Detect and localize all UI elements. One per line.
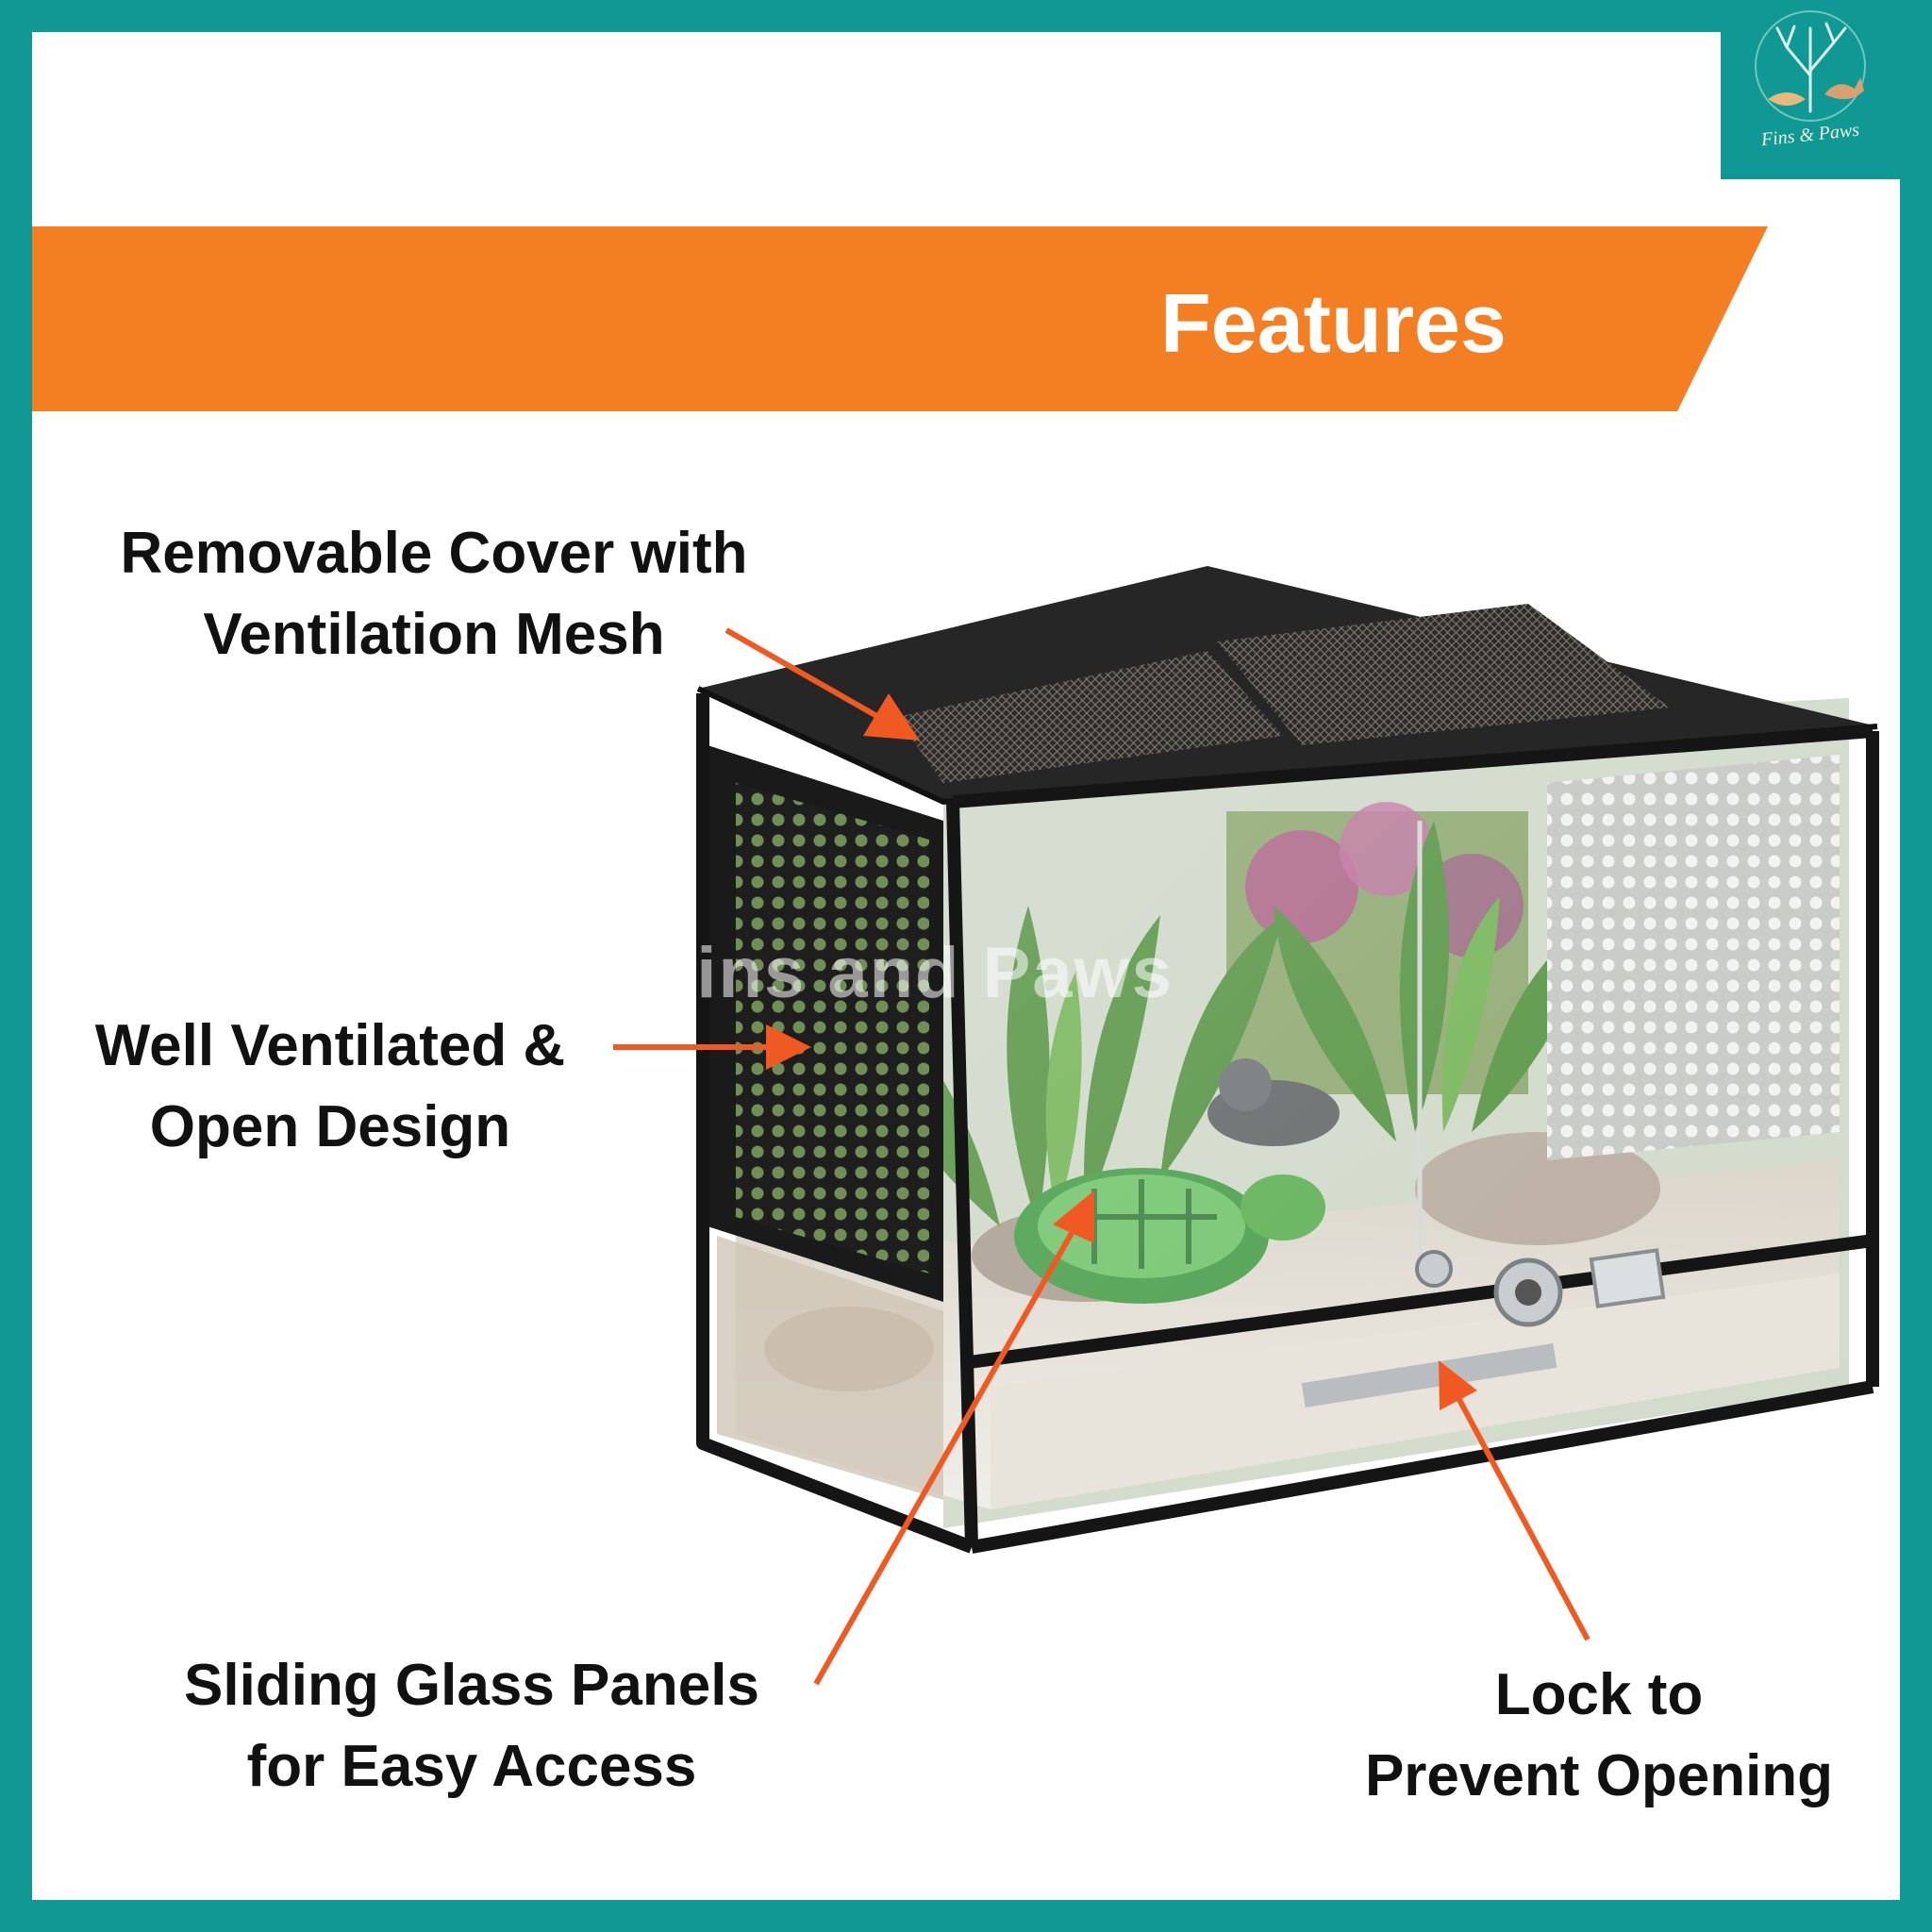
callout-sliding-line1: Sliding Glass Panels <box>184 1653 759 1718</box>
callout-lock: Lock to Prevent Opening <box>1330 1655 1868 1817</box>
callout-removable-cover: Removable Cover with Ventilation Mesh <box>75 513 792 675</box>
page-title: Features <box>1160 276 1507 370</box>
callout-sliding-glass: Sliding Glass Panels for Easy Access <box>142 1645 802 1807</box>
callout-ventilation: Well Ventilated & Open Design <box>57 1006 604 1168</box>
brand-logo: Fins & Paws <box>1721 0 1900 179</box>
callout-lock-line1: Lock to <box>1494 1662 1704 1727</box>
callout-vent-line1: Well Ventilated & <box>94 1013 566 1078</box>
watermark-text: Fins and Paws <box>651 933 1174 1013</box>
callout-vent-line2: Open Design <box>149 1094 511 1159</box>
callout-cover-line1: Removable Cover with <box>120 521 748 586</box>
coral-tree-icon <box>1755 10 1866 122</box>
callout-sliding-line2: for Easy Access <box>246 1734 697 1799</box>
callout-lock-line2: Prevent Opening <box>1364 1743 1834 1808</box>
features-banner <box>32 226 1768 411</box>
callout-cover-line2: Ventilation Mesh <box>203 602 665 667</box>
